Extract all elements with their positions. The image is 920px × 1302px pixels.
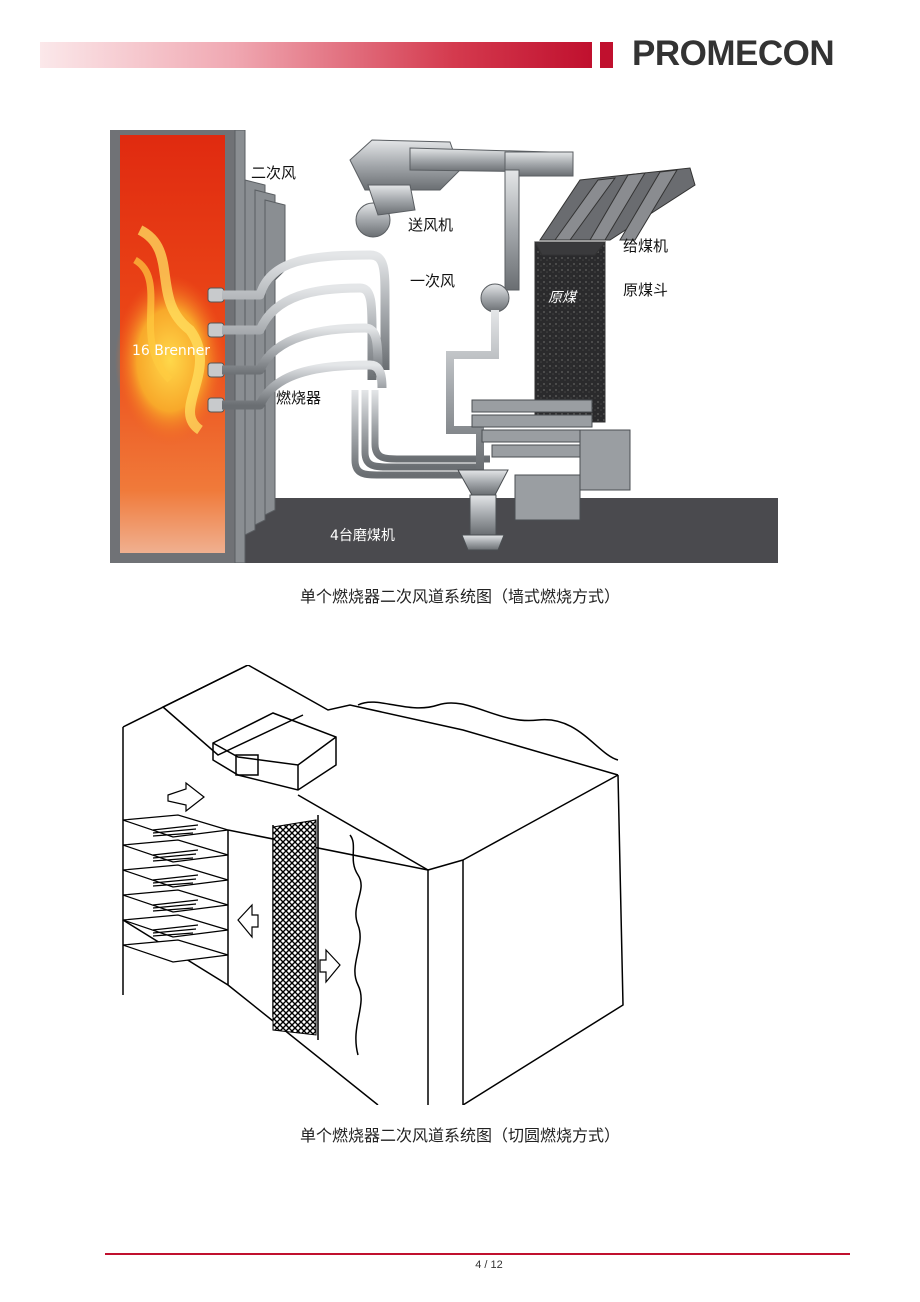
label-burner: 燃烧器 <box>276 389 321 407</box>
label-coal-feeder: 给煤机 <box>623 237 668 255</box>
label-primary-air: 一次风 <box>410 272 455 290</box>
flame <box>115 275 225 445</box>
tangential-firing-diagram <box>122 665 624 1105</box>
figure1-caption: 单个燃烧器二次风道系统图（墙式燃烧方式） <box>299 587 620 606</box>
flow-arrow-right <box>319 948 341 984</box>
footer-rule <box>105 1253 850 1255</box>
label-fan: 送风机 <box>408 216 453 234</box>
label-coal-bunker: 原煤斗 <box>623 281 668 299</box>
page-number: 4 / 12 <box>475 1259 503 1271</box>
label-raw-coal: 原煤 <box>548 290 578 306</box>
logo-square-mark <box>600 42 613 68</box>
flow-arrow-top <box>167 781 205 813</box>
label-secondary-air: 二次风 <box>251 164 296 182</box>
coal-bunker <box>534 241 606 423</box>
label-brenner: 16 Brenner <box>132 343 210 359</box>
floor-platform <box>230 498 778 563</box>
wall-firing-system-diagram: 二次风 送风机 一次风 给煤机 原煤斗 原煤 16 Brenner 燃烧器 4台… <box>110 130 778 563</box>
flow-arrow-left <box>237 903 259 939</box>
label-mills: 4台磨煤机 <box>330 528 395 544</box>
promecon-logo: PROMECON <box>632 34 835 73</box>
header-gradient-bar <box>40 42 592 68</box>
figure2-caption: 单个燃烧器二次风道系统图（切圆燃烧方式） <box>299 1126 620 1145</box>
